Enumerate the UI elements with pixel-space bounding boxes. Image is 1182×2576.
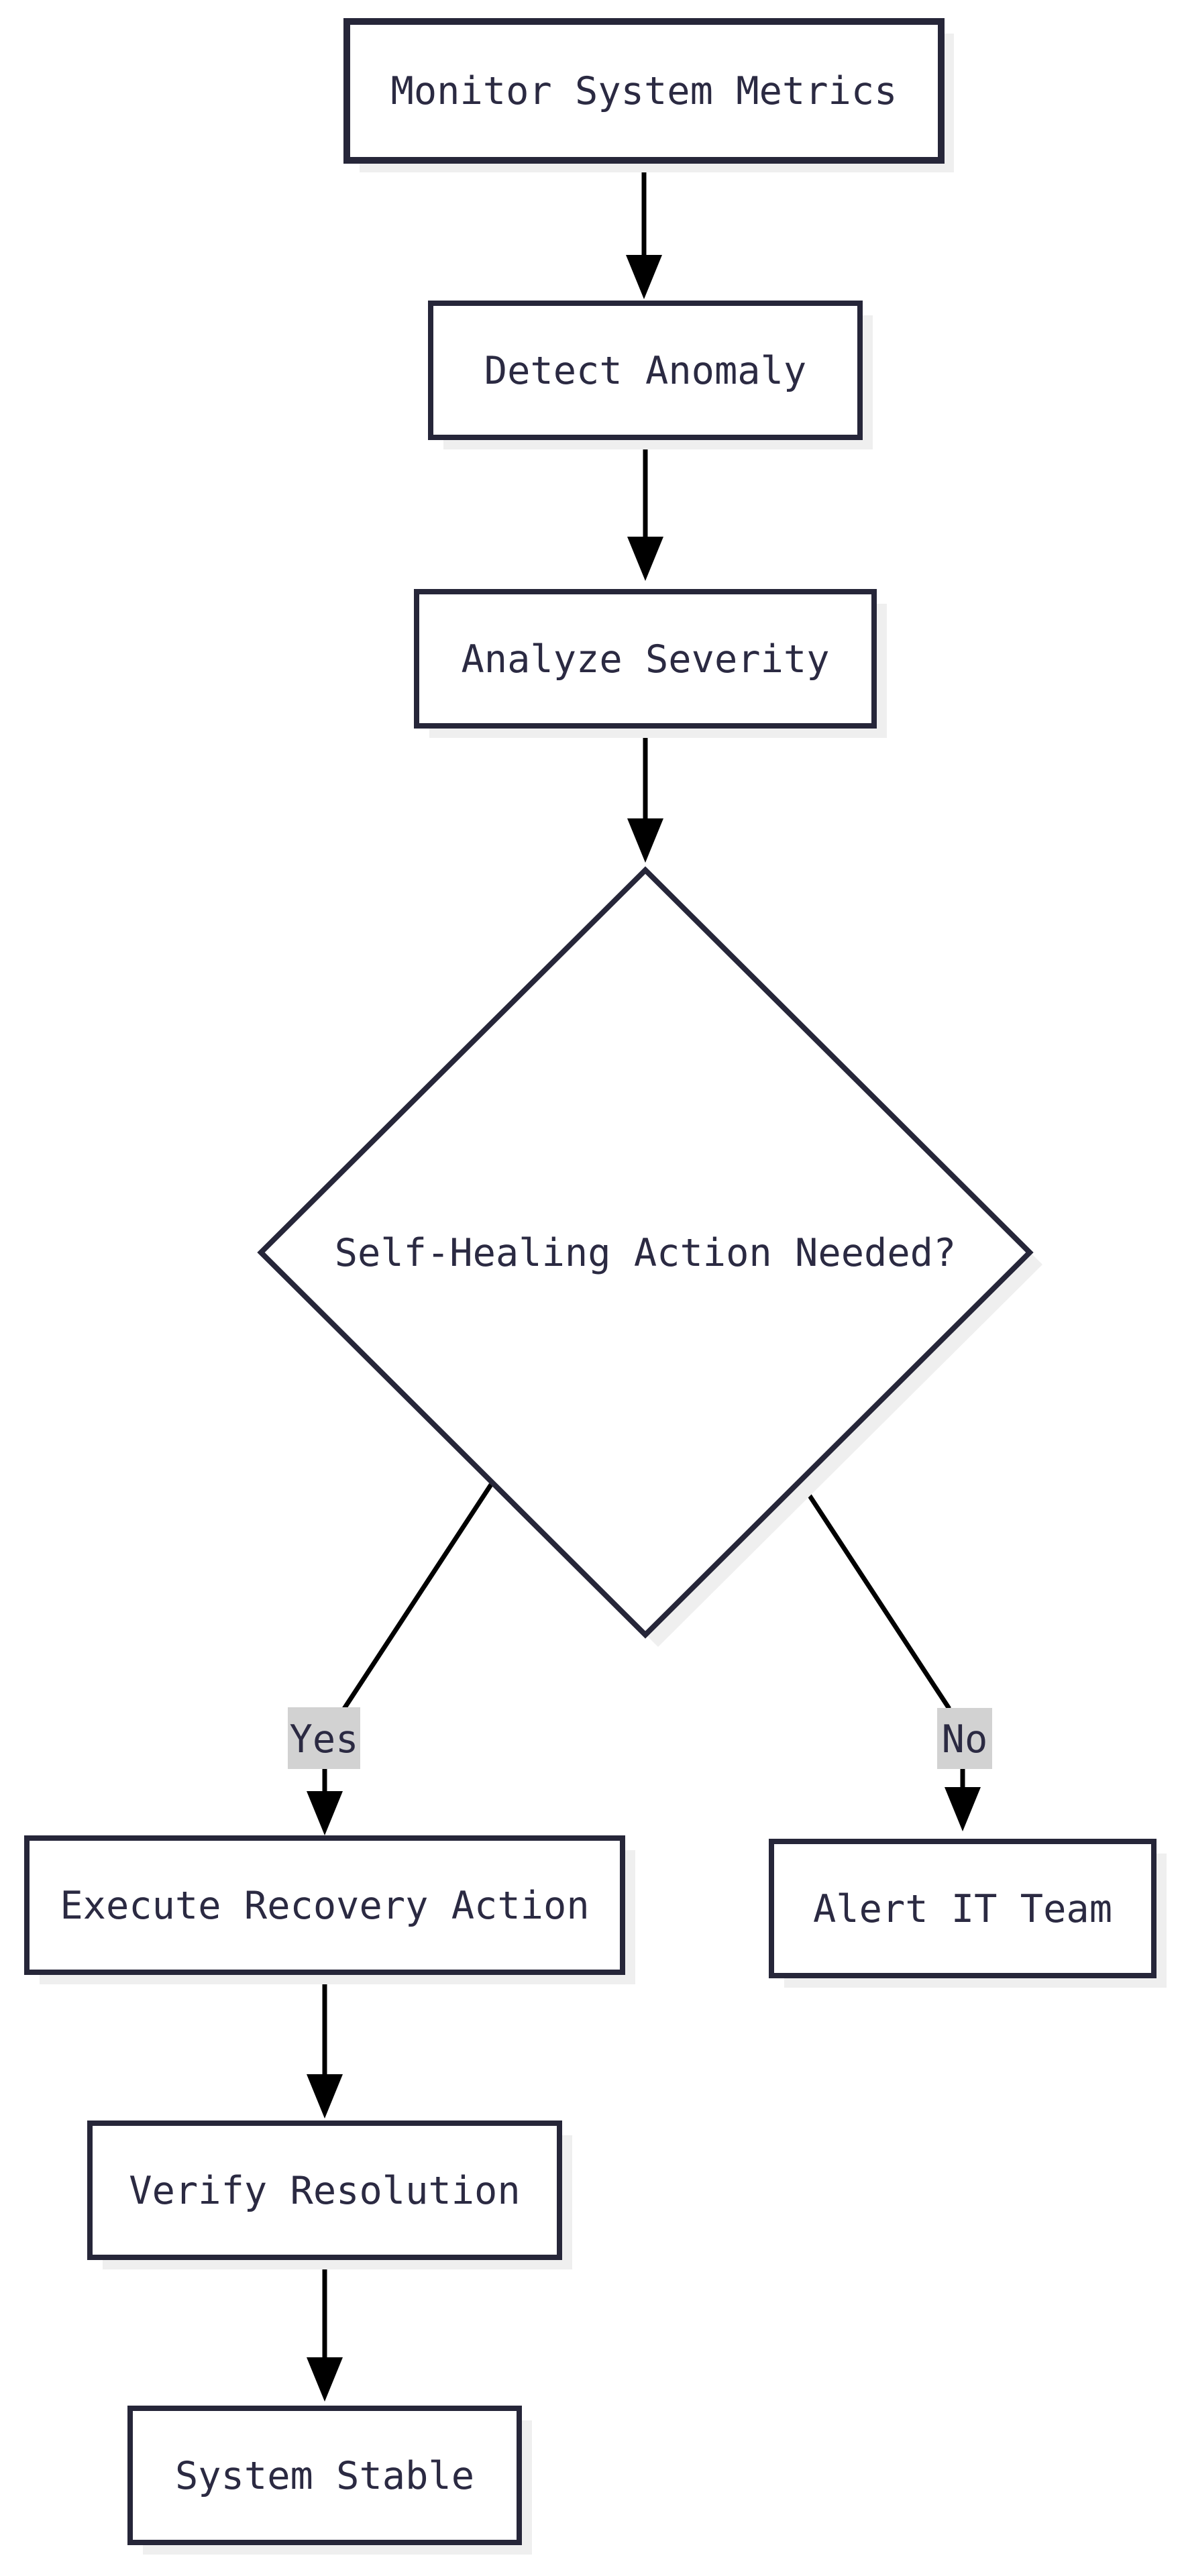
edge-label-no-bg	[937, 1708, 992, 1769]
node-alert: Alert IT Team	[769, 1839, 1167, 1988]
arrow-down-icon	[626, 255, 662, 299]
node-detect-label: Detect Anomaly	[484, 349, 806, 393]
edge-analyze-decision	[627, 726, 663, 863]
edge-diagonal	[342, 1483, 493, 1710]
node-analyze-label: Analyze Severity	[461, 637, 829, 682]
node-detect: Detect Anomaly	[428, 301, 873, 449]
node-stable-label: System Stable	[175, 2454, 474, 2498]
node-execute-box	[24, 1835, 625, 1975]
edge-decision-alert	[800, 1483, 981, 1831]
node-analyze: Analyze Severity	[414, 589, 887, 738]
node-decision: Self-Healing Action Needed?	[257, 866, 1042, 1647]
node-alert-box	[769, 1839, 1157, 1978]
edge-execute-verify	[307, 1972, 343, 2118]
arrow-down-icon	[307, 2074, 343, 2118]
arrow-down-icon	[307, 1791, 343, 1835]
node-analyze-box	[414, 589, 877, 729]
node-detect-box	[428, 301, 863, 440]
node-execute-label: Execute Recovery Action	[60, 1884, 589, 1928]
node-decision-diamond	[257, 866, 1034, 1639]
node-verify: Verify Resolution	[87, 2121, 572, 2269]
node-stable: System Stable	[127, 2406, 532, 2555]
edge-detect-analyze	[627, 437, 663, 581]
arrow-down-icon	[307, 2357, 343, 2402]
edge-label-no-text: No	[942, 1717, 988, 1762]
edge-label-yes: Yes	[288, 1707, 360, 1769]
edge-decision-execute	[307, 1483, 493, 1835]
node-monitor-label: Monitor System Metrics	[391, 69, 898, 113]
node-monitor-box	[343, 18, 945, 164]
node-alert-label: Alert IT Team	[813, 1887, 1112, 1931]
edge-verify-stable	[307, 2257, 343, 2402]
node-execute: Execute Recovery Action	[24, 1835, 635, 1984]
node-monitor: Monitor System Metrics	[343, 18, 954, 172]
node-decision-label: Self-Healing Action Needed?	[335, 1231, 957, 1275]
node-verify-label: Verify Resolution	[129, 2169, 520, 2213]
arrow-down-icon	[627, 818, 663, 863]
node-verify-box	[87, 2121, 562, 2260]
edge-monitor-detect	[626, 160, 662, 299]
arrow-down-icon	[627, 537, 663, 581]
edge-diagonal	[800, 1483, 951, 1710]
edge-label-no: No	[937, 1708, 992, 1769]
arrow-down-icon	[945, 1787, 981, 1831]
node-stable-box	[127, 2406, 522, 2545]
edge-label-yes-text: Yes	[290, 1717, 359, 1762]
edge-label-yes-bg	[288, 1707, 360, 1769]
